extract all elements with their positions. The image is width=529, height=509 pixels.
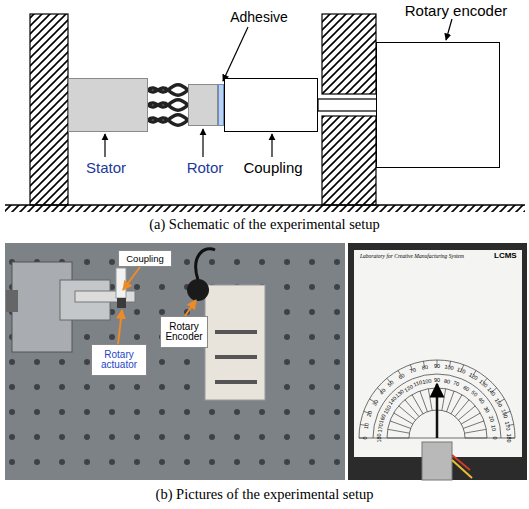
- scale-number: 0: [491, 436, 497, 439]
- stage-knob: [6, 290, 18, 312]
- coupling-part: [116, 268, 126, 298]
- part-label: Rotary encoder: [391, 2, 521, 19]
- photo-label: Coupling: [119, 251, 171, 266]
- scale-number: 80: [421, 365, 428, 371]
- scale-number: 10: [490, 425, 496, 432]
- protractor: [359, 360, 515, 438]
- photo-label-box: Rotary Encoder: [160, 316, 208, 348]
- sheet-header: Laboratory for Creative Manufacturing Sy…: [360, 253, 464, 259]
- protractor-arc: [373, 374, 501, 438]
- encoder-body: [187, 279, 209, 301]
- leader-arrow: [446, 19, 452, 40]
- photo-label-box: Rotary actuator: [91, 344, 147, 376]
- photo-label: Rotary Encoder: [161, 317, 207, 347]
- protractor-arc: [359, 360, 515, 438]
- actuator-bracket: [422, 442, 452, 480]
- ground-hatch: [5, 205, 525, 212]
- scale-number: 10: [364, 422, 370, 429]
- optical-table: [5, 243, 345, 480]
- coupling-block: Coupling: [224, 78, 318, 132]
- fixed-wall: [30, 14, 68, 205]
- leader-arrow: [202, 129, 203, 157]
- actuator-legs: [148, 85, 188, 126]
- scale-number: 180: [505, 433, 511, 442]
- support-wall: [322, 14, 376, 94]
- shaft: [318, 99, 378, 111]
- photo-arrow: [185, 300, 196, 316]
- leader-arrow: [271, 134, 272, 157]
- scale-number: 0: [363, 436, 369, 439]
- photo-background: [348, 243, 527, 480]
- scale-number: 180: [377, 433, 383, 442]
- rotor-block: Rotor: [188, 84, 218, 126]
- leg-strand: [148, 118, 188, 125]
- sheet-header: LCMS: [494, 251, 517, 260]
- mount-slot: [215, 380, 257, 384]
- encoder-block: Rotary encoder: [376, 42, 500, 168]
- encoder-cable: [196, 249, 215, 280]
- photo-arrow: [118, 310, 122, 344]
- scale-number: 90: [434, 364, 440, 370]
- leg-strand: [148, 88, 188, 95]
- scale-number: 90: [434, 378, 440, 384]
- mount-slot: [215, 355, 257, 359]
- table-holes: [5, 243, 345, 480]
- mount-slot: [215, 330, 257, 334]
- subfigure-caption: (b) Pictures of the experimental setup: [0, 486, 529, 503]
- stator-block: Stator: [68, 78, 148, 132]
- leg-strand: [148, 103, 188, 110]
- leader-arrow: [104, 134, 105, 157]
- wire: [452, 460, 472, 478]
- part-label: Adhesive: [214, 9, 304, 25]
- photo-label-box: Coupling: [118, 250, 172, 267]
- subfigure-caption: (a) Schematic of the experimental setup: [0, 216, 529, 233]
- ground-line: [5, 204, 525, 206]
- leader-arrow: [223, 27, 248, 81]
- pointer-arrow: [436, 384, 439, 438]
- photo-label: Rotary actuator: [92, 345, 146, 375]
- actuator-part: [117, 298, 126, 308]
- scale-number: 20: [487, 415, 494, 423]
- part-label: Rotor: [170, 159, 240, 176]
- scale-number: 80: [443, 379, 450, 385]
- protractor-sheet: [354, 250, 522, 457]
- support-wall: [322, 116, 376, 205]
- part-label: Stator: [66, 159, 146, 176]
- part-label: Coupling: [228, 159, 318, 176]
- protractor-tick: [455, 378, 487, 416]
- photo-arrow: [123, 267, 140, 290]
- scale-number: 170: [503, 421, 510, 431]
- encoder-mount: [205, 285, 265, 400]
